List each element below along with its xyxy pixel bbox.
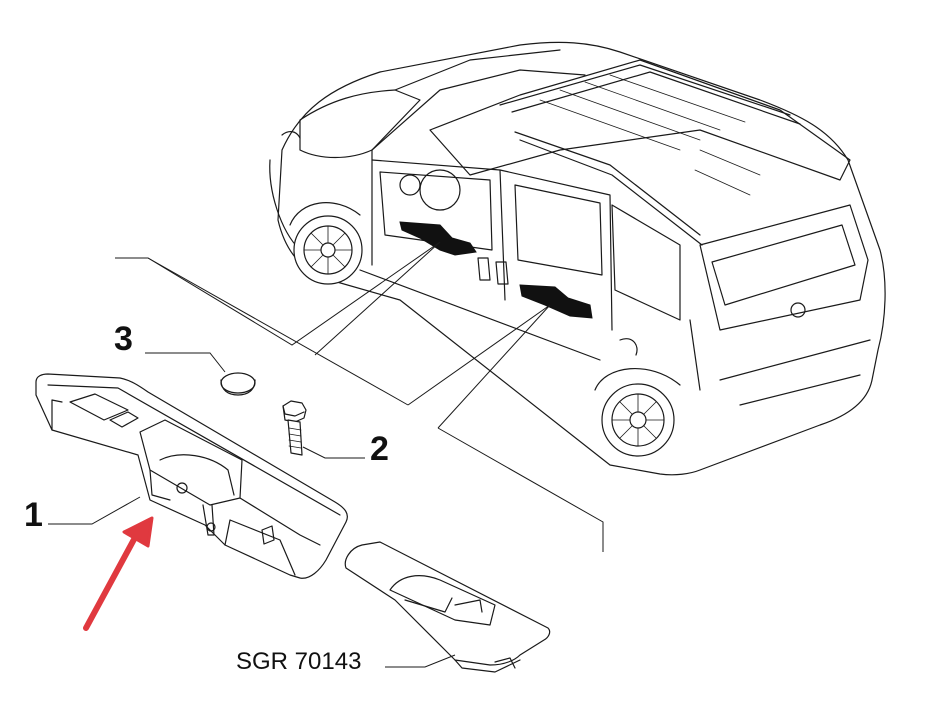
- callout-part-2: 2: [370, 430, 389, 468]
- location-leader-lines: [115, 241, 604, 552]
- callout-leaders: [48, 352, 456, 668]
- plug-cap-icon: [220, 372, 256, 396]
- window-switch-panel-icon: [35, 373, 348, 579]
- replacement-switch-panel-icon: [344, 541, 551, 673]
- pointer-arrow-icon: [83, 516, 154, 631]
- callout-part-1: 1: [24, 496, 43, 534]
- reference-code-label: SGR 70143: [236, 648, 362, 675]
- bolt-icon: [282, 400, 307, 456]
- callout-part-3: 3: [114, 320, 133, 358]
- van-outline-icon: [269, 41, 886, 476]
